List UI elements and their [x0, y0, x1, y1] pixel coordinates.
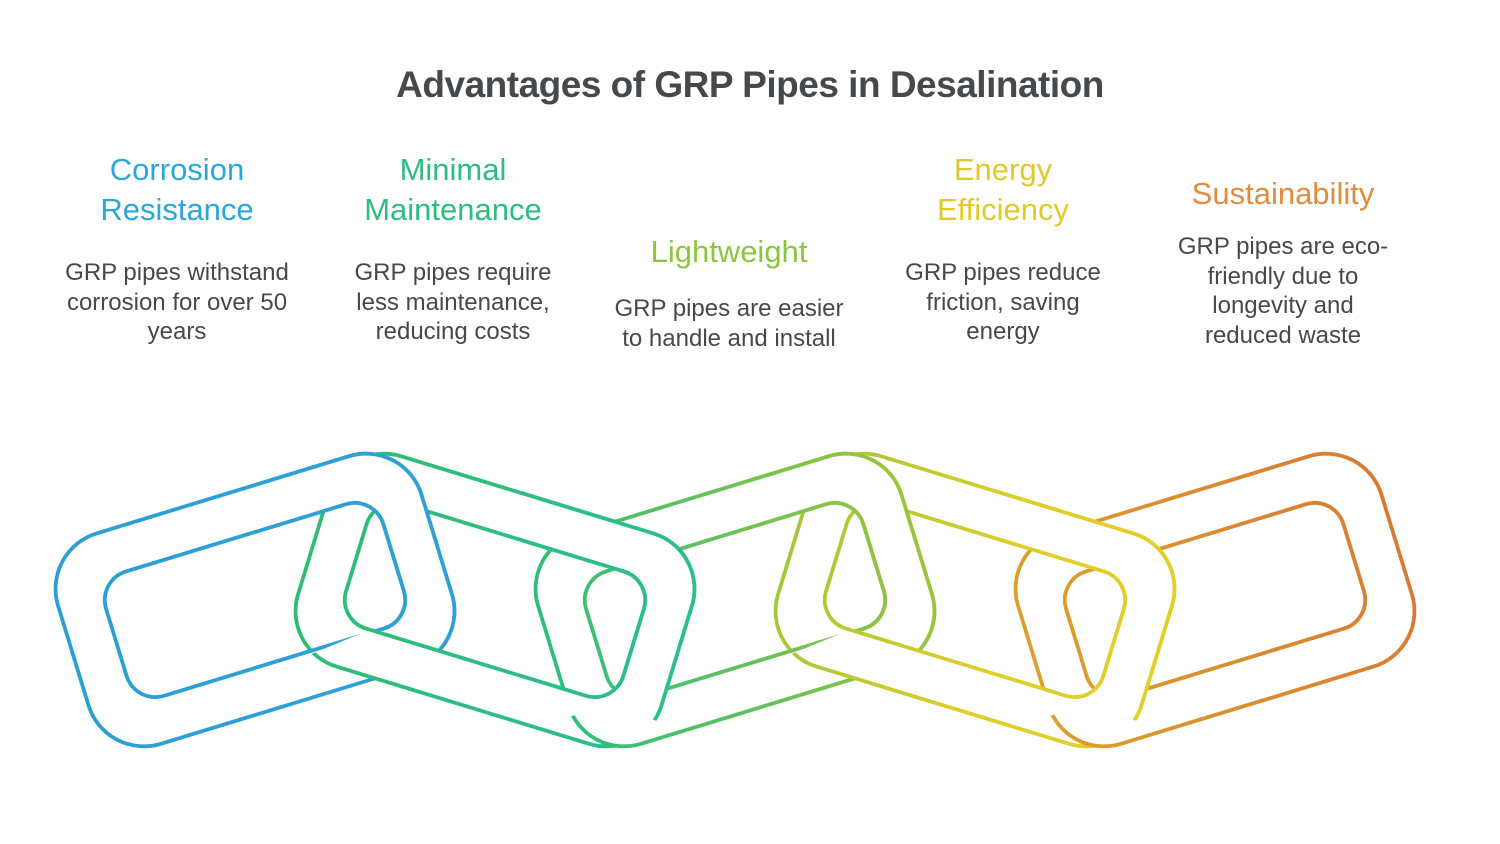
- card-heading: Sustainability: [1191, 176, 1375, 211]
- card-heading: Corrosion Resistance: [100, 152, 254, 227]
- card-heading: Minimal Maintenance: [364, 152, 542, 227]
- advantage-card-corrosion-resistance: Corrosion Resistance GRP pipes withstand…: [42, 150, 312, 347]
- card-body: GRP pipes require less maintenance, redu…: [354, 259, 552, 345]
- card-body: GRP pipes reduce friction, saving energy: [905, 259, 1101, 345]
- advantage-card-sustainability: Sustainability GRP pipes are eco- friend…: [1148, 174, 1418, 350]
- page-title: Advantages of GRP Pipes in Desalination: [396, 64, 1104, 105]
- card-body: GRP pipes are eco- friendly due to longe…: [1177, 233, 1389, 349]
- card-heading: Lightweight: [650, 234, 808, 269]
- card-body: GRP pipes are easier to handle and insta…: [614, 295, 844, 352]
- advantage-card-energy-efficiency: Energy Efficiency GRP pipes reduce frict…: [868, 150, 1138, 347]
- card-body: GRP pipes withstand corrosion for over 5…: [65, 259, 289, 345]
- card-heading: Energy Efficiency: [936, 152, 1070, 227]
- advantage-card-lightweight: Lightweight GRP pipes are easier to hand…: [594, 232, 864, 353]
- advantage-card-minimal-maintenance: Minimal Maintenance GRP pipes require le…: [318, 150, 588, 347]
